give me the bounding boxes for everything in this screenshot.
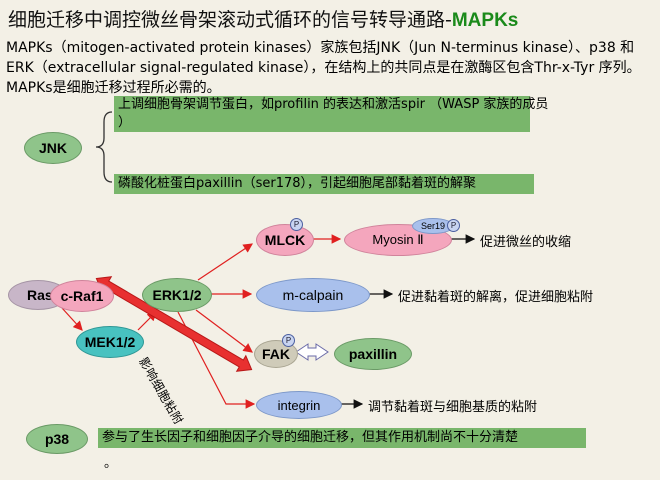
title-main: 细胞迁移中调控微丝骨架滚动式循环的信号转导通路- — [8, 9, 452, 31]
ser19-tag: Ser19 — [412, 218, 454, 234]
jnk-top-note: 上调细胞骨架调节蛋白，如profilin 的表达和激活spir （WASP 家族… — [114, 96, 549, 132]
node-p38: p38 — [26, 424, 88, 454]
effect-calpain: 促进黏着斑的解离，促进细胞粘附 — [398, 290, 594, 305]
node-p38-label: p38 — [44, 431, 70, 447]
jnk-bottom-note: 磷酸化桩蛋白paxillin（ser178），引起细胞尾部黏着斑的解聚 — [114, 174, 534, 194]
myosin-phospho-badge: P — [447, 219, 460, 232]
node-mcalpain-label: m-calpain — [282, 287, 344, 303]
node-jnk: JNK — [24, 132, 82, 164]
node-craf1-label: c-Raf1 — [60, 288, 104, 304]
p38-note: 参与了生长因子和细胞因子介导的细胞迁移，但其作用机制尚不十分清楚 — [98, 428, 586, 448]
jnk-brace — [95, 111, 113, 183]
node-integrin: integrin — [256, 391, 342, 419]
intro-paragraph: MAPKs（mitogen-activated protein kinases）… — [6, 40, 641, 96]
arrow-erk-integrin — [177, 311, 256, 409]
arrow-erk-mlck — [197, 243, 253, 281]
node-craf1: c-Raf1 — [50, 280, 114, 312]
node-jnk-label: JNK — [38, 140, 67, 156]
node-mlck-label: MLCK — [264, 232, 306, 248]
jnk-top-note-line1: 上调细胞骨架调节蛋白，如profilin 的表达和激活spir （WASP 家族… — [118, 97, 549, 112]
node-erk: ERK1/2 — [142, 278, 212, 312]
node-mek: MEK1/2 — [76, 326, 144, 358]
page-title: 细胞迁移中调控微丝骨架滚动式循环的信号转导通路-MAPKs — [8, 5, 518, 32]
node-paxillin: paxillin — [334, 338, 412, 370]
p38-note-cont: 。 — [104, 456, 118, 471]
node-paxillin-label: paxillin — [348, 346, 398, 362]
node-mlck: MLCK — [256, 224, 314, 256]
title-accent: MAPKs — [451, 10, 519, 31]
node-mcalpain: m-calpain — [256, 278, 370, 312]
node-erk-label: ERK1/2 — [152, 287, 202, 303]
node-myosin-label: Myosin Ⅱ — [372, 232, 424, 247]
node-integrin-label: integrin — [277, 397, 321, 413]
node-fak: FAK — [254, 340, 298, 368]
arrow-raf-mek — [61, 307, 83, 331]
node-ras-label: Ras — [27, 287, 53, 303]
arrow-fak-paxillin — [295, 343, 329, 361]
ser19-label: Ser19 — [420, 221, 446, 231]
arrow-erk-fak — [195, 309, 253, 353]
mlck-phospho-badge: P — [290, 218, 303, 231]
effect-myosin: 促进微丝的收缩 — [480, 235, 572, 250]
jnk-top-note-line2: ） — [118, 115, 132, 130]
fak-phospho-badge: P — [282, 334, 295, 347]
node-mek-label: MEK1/2 — [84, 334, 136, 350]
effect-integrin: 调节黏着斑与细胞基质的粘附 — [368, 400, 538, 415]
node-fak-label: FAK — [262, 346, 290, 362]
